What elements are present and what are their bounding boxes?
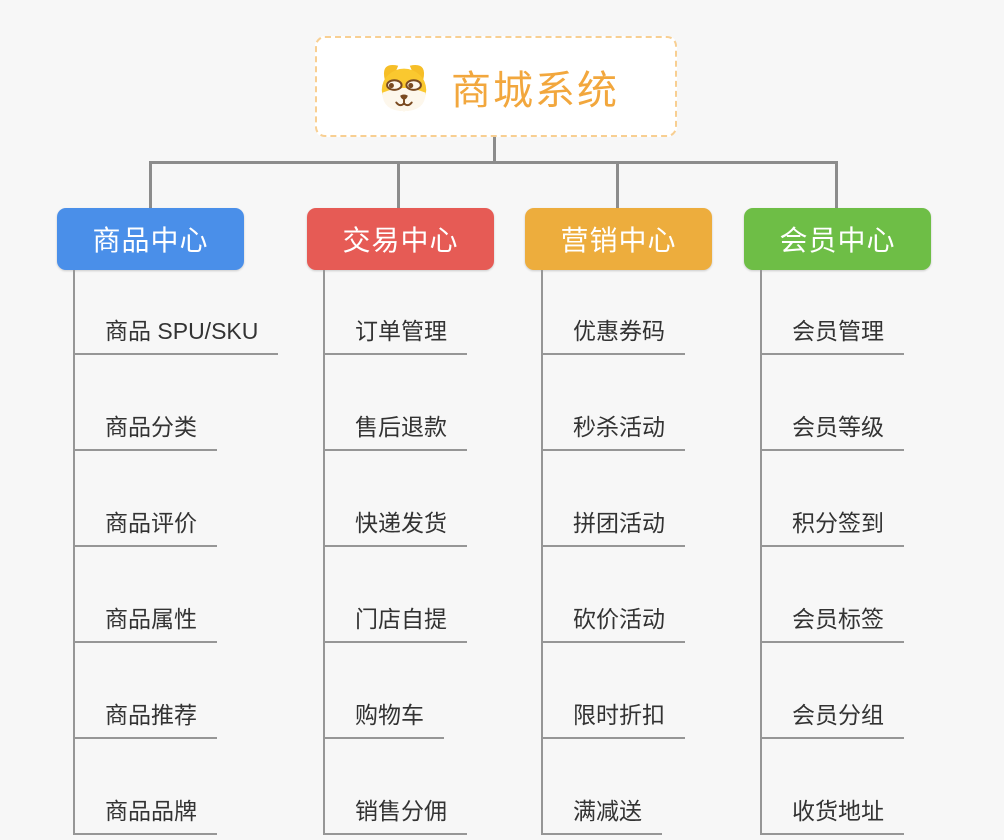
leaf-node[interactable]: 商品评价 — [75, 451, 217, 547]
branch-marketing-center: 营销中心 优惠券码 秒杀活动 拼团活动 砍价活动 限时折扣 满减送 — [525, 208, 712, 835]
branch-header-marketing-center[interactable]: 营销中心 — [525, 208, 712, 270]
connector-drop-3 — [616, 161, 619, 208]
leaf-node[interactable]: 收货地址 — [762, 739, 904, 835]
branch-trade-center: 交易中心 订单管理 售后退款 快递发货 门店自提 购物车 销售分佣 — [307, 208, 494, 835]
leaf-node[interactable]: 会员管理 — [762, 270, 904, 355]
leaf-node[interactable]: 商品推荐 — [75, 643, 217, 739]
branch-product-center: 商品中心 商品 SPU/SKU 商品分类 商品评价 商品属性 商品推荐 商品品牌 — [57, 208, 279, 835]
connector-root-stub — [493, 137, 496, 164]
leaf-node[interactable]: 会员标签 — [762, 547, 904, 643]
leaf-node[interactable]: 秒杀活动 — [543, 355, 685, 451]
branch-header-member-center[interactable]: 会员中心 — [744, 208, 931, 270]
leaf-node[interactable]: 限时折扣 — [543, 643, 685, 739]
branch-leaves: 会员管理 会员等级 积分签到 会员标签 会员分组 收货地址 — [760, 270, 904, 835]
leaf-node[interactable]: 优惠券码 — [543, 270, 685, 355]
leaf-node[interactable]: 商品品牌 — [75, 739, 217, 835]
leaf-node[interactable]: 快递发货 — [325, 451, 467, 547]
branch-member-center: 会员中心 会员管理 会员等级 积分签到 会员标签 会员分组 收货地址 — [744, 208, 931, 835]
leaf-node[interactable]: 商品分类 — [75, 355, 217, 451]
branch-leaves: 订单管理 售后退款 快递发货 门店自提 购物车 销售分佣 — [323, 270, 467, 835]
branch-leaves: 优惠券码 秒杀活动 拼团活动 砍价活动 限时折扣 满减送 — [541, 270, 685, 835]
leaf-node[interactable]: 销售分佣 — [325, 739, 467, 835]
leaf-node[interactable]: 会员等级 — [762, 355, 904, 451]
leaf-node[interactable]: 售后退款 — [325, 355, 467, 451]
leaf-node[interactable]: 砍价活动 — [543, 547, 685, 643]
root-node[interactable]: 商城系统 — [315, 36, 677, 137]
branch-leaves: 商品 SPU/SKU 商品分类 商品评价 商品属性 商品推荐 商品品牌 — [73, 270, 279, 835]
connector-drop-2 — [397, 161, 400, 208]
leaf-node[interactable]: 拼团活动 — [543, 451, 685, 547]
branch-header-product-center[interactable]: 商品中心 — [57, 208, 244, 270]
connector-drop-4 — [835, 161, 838, 208]
branch-header-trade-center[interactable]: 交易中心 — [307, 208, 494, 270]
leaf-node[interactable]: 商品属性 — [75, 547, 217, 643]
leaf-node[interactable]: 订单管理 — [325, 270, 467, 355]
connector-horizontal — [149, 161, 838, 164]
leaf-node[interactable]: 积分签到 — [762, 451, 904, 547]
root-title: 商城系统 — [451, 68, 619, 113]
leaf-node[interactable]: 购物车 — [325, 643, 444, 739]
dog-icon — [373, 58, 435, 116]
leaf-node[interactable]: 会员分组 — [762, 643, 904, 739]
leaf-node[interactable]: 商品 SPU/SKU — [75, 270, 279, 355]
leaf-node[interactable]: 门店自提 — [325, 547, 467, 643]
connector-drop-1 — [149, 161, 152, 208]
leaf-node[interactable]: 满减送 — [543, 739, 662, 835]
